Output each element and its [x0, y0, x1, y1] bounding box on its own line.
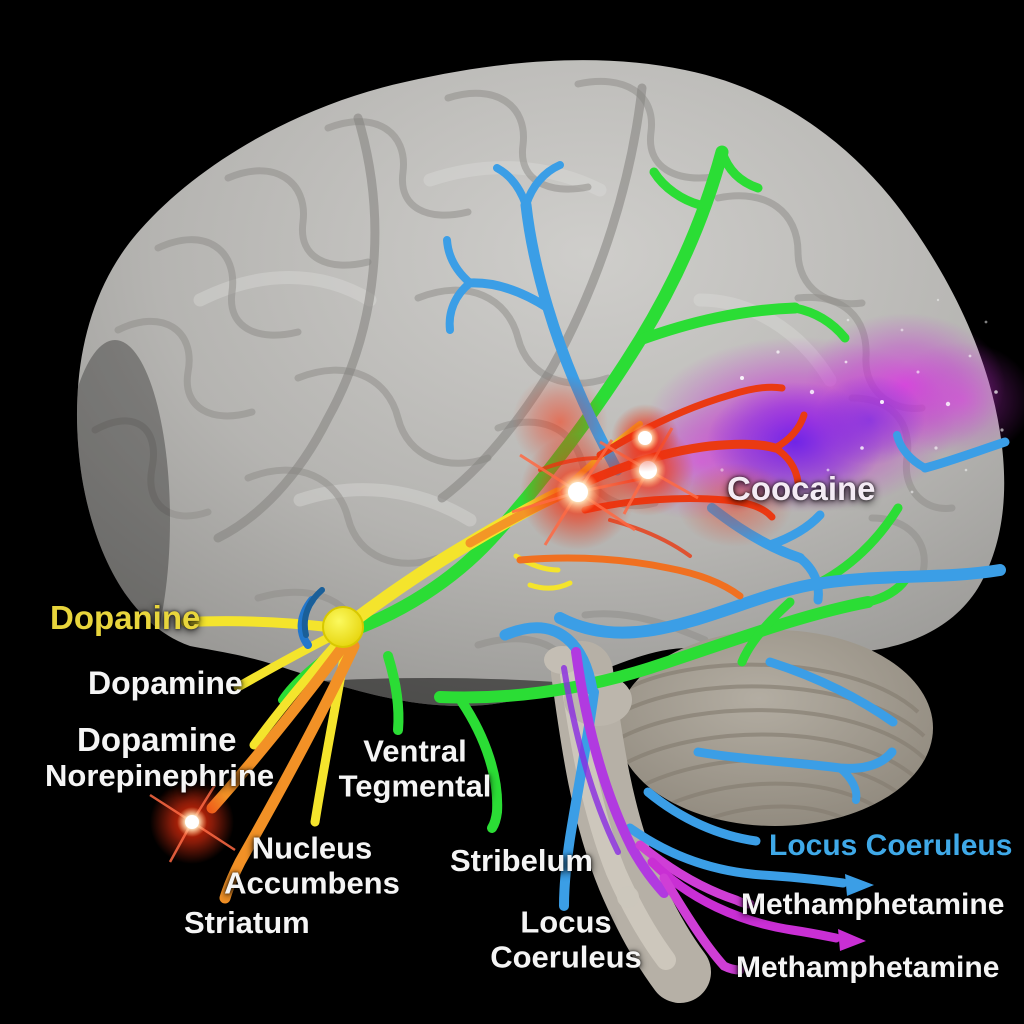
label-methamphetamine-upper: Methamphetamine — [741, 888, 1005, 921]
label-stribelum: Stribelum — [450, 843, 593, 878]
label-dopamine-upper: Dopamine — [88, 665, 243, 701]
pathway-magenta — [561, 647, 841, 975]
label-locus-coeruleus-right: Locus Coeruleus — [769, 829, 1013, 862]
label-striatum: Striatum — [184, 905, 310, 940]
label-ventral-tegmental: Ventral Tegmental — [338, 733, 492, 803]
label-norepinephrine: Norepinephrine — [45, 758, 275, 793]
locus-coeruleus-arrowhead — [845, 874, 874, 896]
label-dopamine-yellow: Dopanine — [50, 599, 201, 636]
label-dopamine-lower: Dopamine — [77, 721, 237, 758]
vta-hub-node — [297, 587, 364, 649]
burst-norepinephrine — [149, 780, 236, 864]
red-bursts — [149, 374, 793, 864]
label-cocaine: Coocaine — [727, 470, 876, 507]
label-nucleus-accumbens: Nucleus Accumbens — [224, 830, 400, 900]
pathway-blue — [443, 161, 1010, 911]
label-locus-coeruleus-center: Locus Coeruleus — [490, 904, 642, 974]
methamphetamine-arrowhead — [838, 929, 866, 951]
burst-small — [611, 404, 679, 472]
label-methamphetamine-lower: Methamphetamine — [736, 951, 1000, 984]
